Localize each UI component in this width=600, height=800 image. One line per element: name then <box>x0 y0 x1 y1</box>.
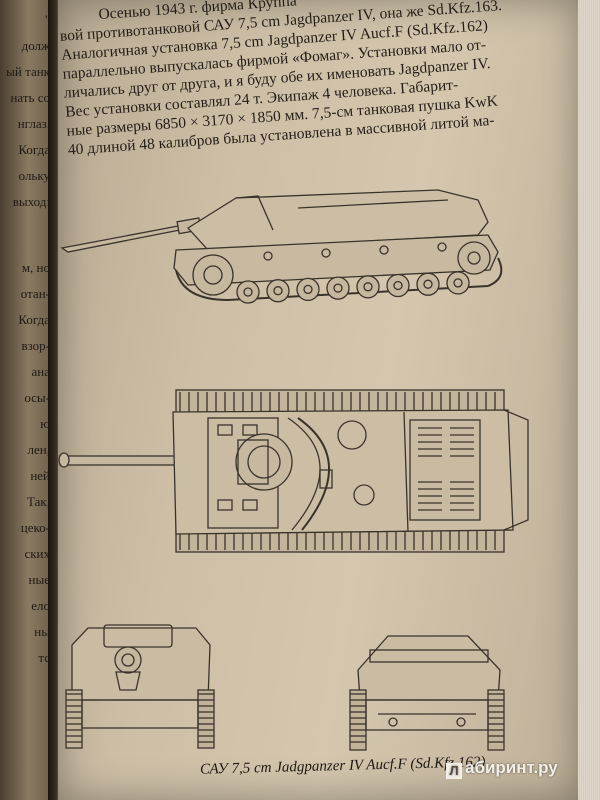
road-wheel <box>386 273 410 298</box>
return-roller <box>379 245 389 255</box>
left-page-fragment: цеко- <box>20 520 50 535</box>
page-edges <box>578 0 600 800</box>
left-page-fragment: " <box>45 12 50 28</box>
left-page-fragment: ело <box>31 598 50 613</box>
wheel-hub <box>363 282 373 292</box>
left-page-fragment: нать со <box>10 90 50 105</box>
left-page-fragment: нглаз. <box>17 116 50 131</box>
wheel-hub <box>273 286 283 296</box>
left-page-fragment: ней <box>30 468 50 483</box>
left-page-fragment: тс <box>38 650 50 665</box>
left-page-fragment: ные <box>28 572 50 587</box>
return-roller <box>263 251 273 261</box>
left-page-fragment: Когда <box>18 312 50 327</box>
left-page-fragment: ый танк <box>6 64 50 79</box>
book-page: Осенью 1943 г. фирма Круппа вой противот… <box>58 0 580 800</box>
left-page-fragment: выход: <box>12 194 50 209</box>
wheel-hub <box>453 278 463 288</box>
rear-view-drawing <box>349 635 505 751</box>
left-page-fragment: лен, <box>27 442 50 457</box>
road-wheel <box>446 271 470 295</box>
watermark-text: абиринт.ру <box>465 758 558 777</box>
road-wheel <box>236 280 260 304</box>
left-page-fragment: ны <box>34 624 50 639</box>
road-wheel <box>296 277 320 302</box>
tank-destroyer-drawings <box>58 189 529 751</box>
road-wheel <box>416 272 440 296</box>
wheel-hub <box>243 287 253 297</box>
return-roller <box>321 248 331 258</box>
wheel-hub <box>303 284 313 295</box>
left-page-fragment: взор- <box>21 338 50 353</box>
left-page-fragment: ана <box>31 364 51 379</box>
top-view-drawing <box>58 389 529 553</box>
left-facing-page: " долж ый танк нать со нглаз. Когда ольку выход… <box>0 0 52 800</box>
return-roller <box>437 242 447 252</box>
road-wheel <box>326 276 350 300</box>
left-page-fragment: ских <box>24 546 50 561</box>
left-page-fragment: Когда <box>18 142 50 157</box>
left-page-fragment: Так, <box>27 494 50 509</box>
road-wheel <box>266 279 290 303</box>
wheel-hub <box>423 279 433 289</box>
wheel-hub <box>393 280 403 291</box>
left-page-fragment: долж <box>21 38 50 53</box>
left-page-fragment: м, но <box>21 260 50 275</box>
left-page-fragment: ю <box>40 416 50 431</box>
side-view-drawing <box>60 189 503 304</box>
labirint-logo-icon: Л <box>446 763 462 779</box>
left-page-fragment: ольку <box>18 168 50 183</box>
left-page-fragment: осы- <box>24 390 50 405</box>
front-view-drawing <box>65 624 215 749</box>
road-wheel <box>356 275 380 299</box>
wheel-hub <box>333 283 343 293</box>
left-page-fragment: отан- <box>20 286 50 301</box>
